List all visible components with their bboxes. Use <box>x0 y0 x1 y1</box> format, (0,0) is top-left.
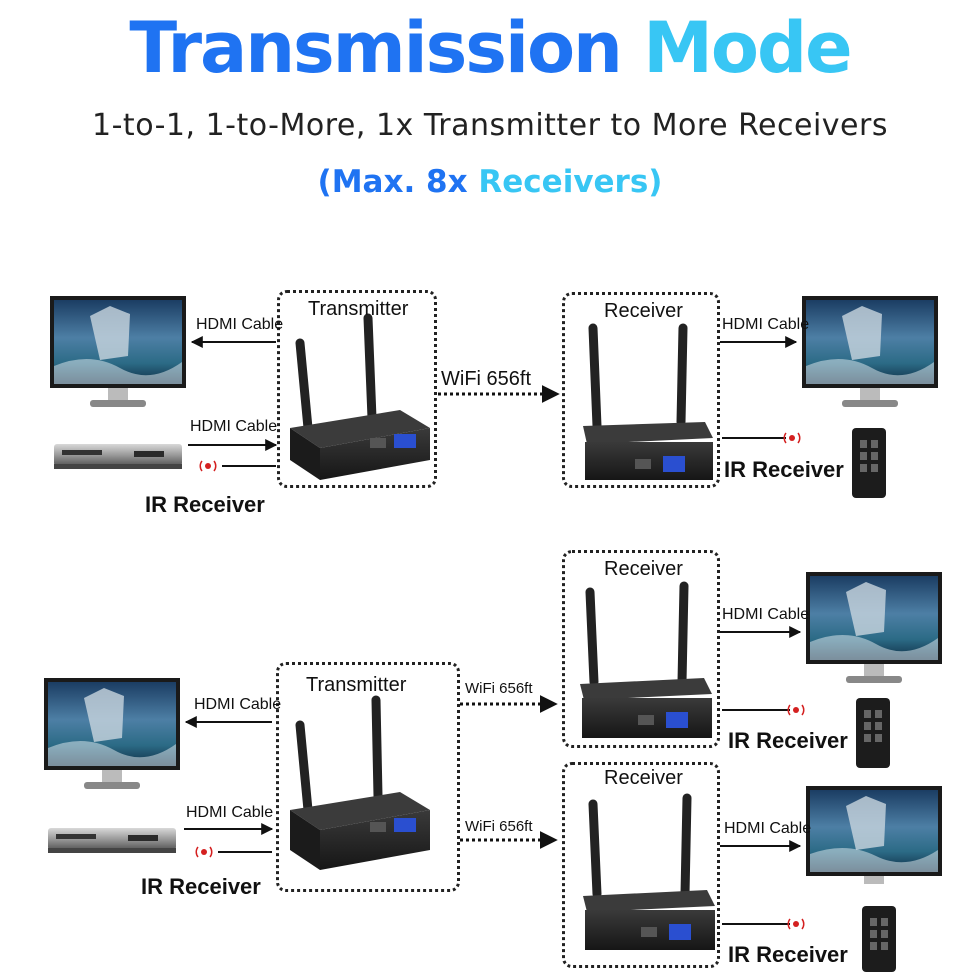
hdmi-cable-label: HDMI Cable <box>724 820 812 837</box>
hdmi-cable-label: HDMI Cable <box>196 316 284 333</box>
ir-signal-icon <box>783 432 801 444</box>
hdmi-cable-label: HDMI Cable <box>190 418 278 435</box>
ir-receiver-label: IR Receiver <box>145 492 265 517</box>
monitor-icon <box>802 296 938 407</box>
transmitter-box-bottom <box>276 662 460 892</box>
ir-receiver-label: IR Receiver <box>724 457 844 482</box>
wifi-label: WiFi 656ft <box>441 368 532 390</box>
remote-control-icon <box>852 428 886 498</box>
monitor-icon <box>44 678 180 789</box>
transmitter-device-top <box>290 313 430 480</box>
receiver-device-bottom-2 <box>583 793 715 950</box>
hdmi-cable-label: HDMI Cable <box>722 606 810 623</box>
max-note-part-2: Receivers) <box>478 164 663 200</box>
ir-receiver-label: IR Receiver <box>728 728 848 753</box>
hdmi-cable-label: HDMI Cable <box>194 696 282 713</box>
monitor-icon <box>50 296 186 407</box>
hdmi-cable-label: HDMI Cable <box>722 316 810 333</box>
title-part-2: Mode <box>643 7 852 89</box>
receiver-label: Receiver <box>604 767 683 789</box>
receiver-box-bottom-2 <box>562 762 720 968</box>
ir-signal-icon <box>199 460 217 472</box>
transmitter-label: Transmitter <box>308 298 409 320</box>
transmitter-label: Transmitter <box>306 674 407 696</box>
max-receivers-note: (Max. 8x Receivers) <box>0 164 980 200</box>
ir-signal-icon <box>195 846 213 858</box>
title-part-1: Transmission <box>129 7 622 89</box>
ir-receiver-label: IR Receiver <box>728 942 848 967</box>
page-title: Transmission Mode <box>0 6 980 90</box>
subtitle: 1-to-1, 1-to-More, 1x Transmitter to Mor… <box>92 108 888 143</box>
remote-control-icon <box>856 698 890 768</box>
dvd-player-icon <box>54 444 182 469</box>
hdmi-cable-label: HDMI Cable <box>186 804 274 821</box>
remote-control-icon <box>862 906 896 972</box>
receiver-label: Receiver <box>604 558 683 580</box>
max-note-part-1: (Max. 8x <box>317 164 468 200</box>
monitor-icon <box>806 572 942 683</box>
monitor-icon <box>806 786 942 884</box>
receiver-device-bottom-1 <box>580 581 712 738</box>
transmitter-device-bottom <box>290 695 430 870</box>
dvd-player-icon <box>48 828 176 853</box>
transmitter-box-top <box>277 290 437 488</box>
receiver-box-top <box>562 292 720 488</box>
receiver-device-top <box>583 323 713 480</box>
ir-signal-icon <box>787 918 805 930</box>
wifi-label: WiFi 656ft <box>465 818 533 835</box>
receiver-label: Receiver <box>604 300 683 322</box>
wifi-label: WiFi 656ft <box>465 680 533 697</box>
ir-receiver-label: IR Receiver <box>141 874 261 899</box>
receiver-box-bottom-1 <box>562 550 720 748</box>
ir-signal-icon <box>787 704 805 716</box>
